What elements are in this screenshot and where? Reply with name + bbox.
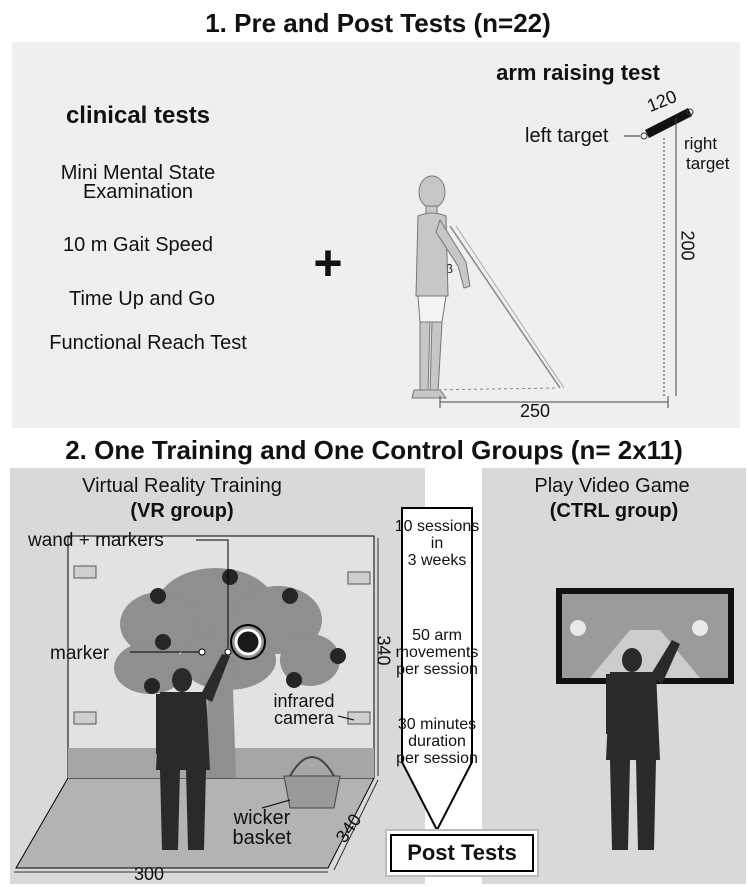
standing-person-figure	[411, 175, 471, 399]
section1-title: 1. Pre and Post Tests (n=22)	[205, 8, 551, 38]
wand-markers-label: wand + markers	[28, 530, 164, 551]
schedule-arrow	[401, 507, 473, 833]
movements-line1: 50 arm	[412, 627, 462, 644]
dimension-250: 250	[520, 401, 551, 421]
vr-training-title: Virtual Reality Training	[82, 475, 282, 497]
marker-label: marker	[50, 643, 110, 664]
duration-line3: per session	[396, 750, 478, 767]
ctrl-user-figure	[606, 640, 680, 850]
clinical-test-functional-reach: Functional Reach Test	[49, 332, 247, 354]
wicker-label-line1: wicker	[233, 807, 291, 829]
apples	[144, 569, 346, 694]
right-target-label-line1: right	[684, 134, 718, 153]
plus-sign: +	[313, 235, 343, 291]
pre-post-panel	[12, 42, 740, 428]
movements-line2: movements	[395, 644, 479, 661]
beta-angle-label: β	[446, 262, 453, 276]
wicker-label-line2: basket	[232, 827, 292, 849]
clinical-tests-heading: clinical tests	[65, 102, 211, 129]
ctrl-group-label: (CTRL group)	[549, 500, 679, 522]
vr-group-label: (VR group)	[130, 500, 234, 522]
infrared-label-line1: infrared	[273, 691, 335, 711]
clinical-test-mmse-line1: Mini Mental State	[60, 162, 216, 184]
sessions-line2: in	[430, 535, 444, 552]
movements-line3: per session	[396, 661, 478, 678]
vr-user-figure	[156, 654, 230, 850]
section2-title: 2. One Training and One Control Groups (…	[65, 435, 683, 465]
ctrl-title: Play Video Game	[534, 475, 690, 497]
sessions-line3: 3 weeks	[407, 552, 467, 569]
dimension-300: 300	[134, 864, 165, 884]
clinical-test-gait-speed: 10 m Gait Speed	[62, 234, 214, 256]
target-bar	[624, 108, 694, 140]
wicker-basket	[261, 756, 341, 809]
post-tests-box: Post Tests	[390, 834, 534, 872]
infrared-label-line2: camera	[273, 708, 335, 728]
left-target-label: left target	[525, 125, 609, 147]
sessions-line1: 10 sessions	[394, 518, 480, 535]
clinical-test-mmse-line2: Examination	[82, 181, 194, 203]
arm-raising-heading: arm raising test	[496, 60, 660, 85]
duration-line1: 30 minutes	[397, 716, 477, 733]
apple-tree	[114, 568, 340, 778]
clinical-test-time-up-go: Time Up and Go	[69, 288, 215, 310]
tv-screen	[556, 588, 734, 684]
right-target-label-line2: target	[686, 154, 730, 173]
duration-line2: duration	[408, 733, 466, 750]
dimension-340-vertical: 340	[373, 635, 394, 666]
